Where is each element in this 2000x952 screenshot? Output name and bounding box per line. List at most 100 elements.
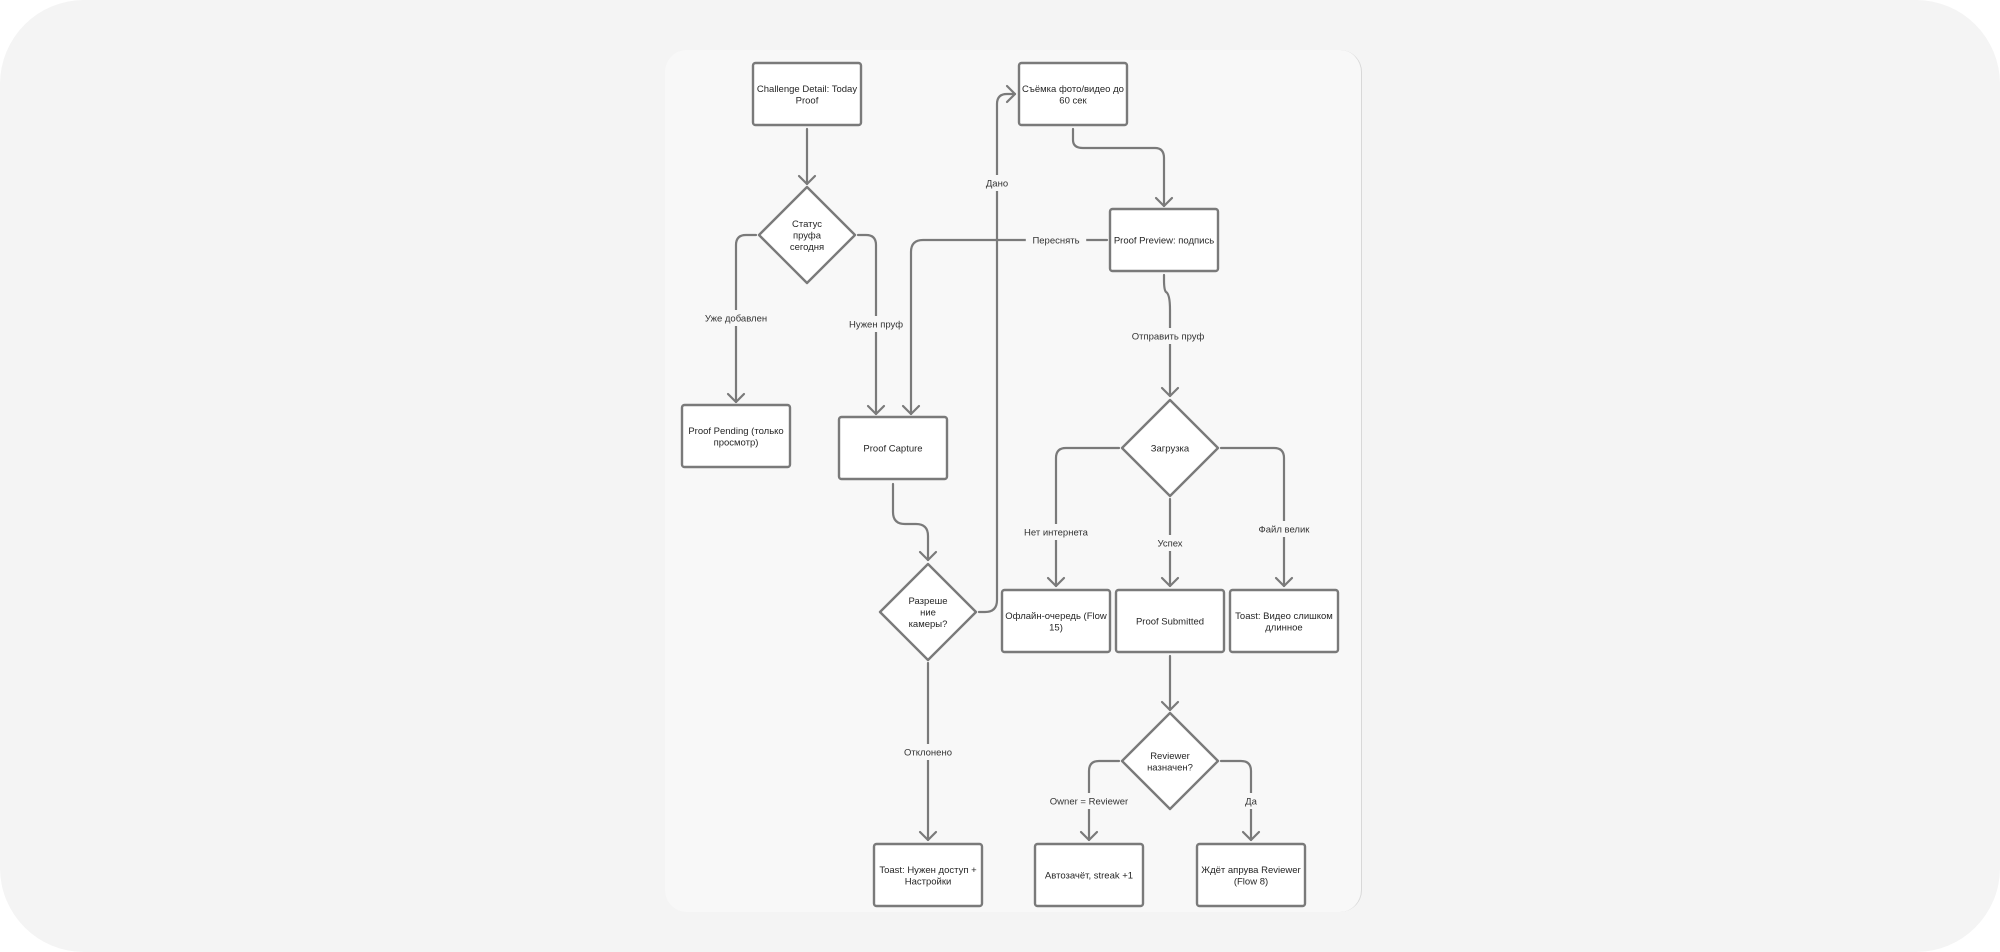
edge-label: Уже добавлен <box>697 310 775 326</box>
edge-n_capture-n_camera <box>891 482 938 562</box>
edge-label-background <box>1014 524 1098 540</box>
arrowhead-icon <box>1160 386 1180 398</box>
arrowhead-icon <box>1160 700 1180 712</box>
edge-label: Нет интернета <box>1014 524 1098 540</box>
node-label-line: Toast: Видео слишком <box>1235 611 1333 622</box>
edge-label-background <box>897 744 959 760</box>
node-preview[interactable]: Proof Preview: подпись <box>1108 207 1220 273</box>
connector-line <box>891 482 930 562</box>
connector-line <box>856 233 878 416</box>
edge-label-background <box>980 175 1014 191</box>
decision-diamond <box>1120 398 1220 498</box>
edge-label-text: Дано <box>986 179 1008 190</box>
connector-line <box>1219 446 1286 588</box>
node-capture[interactable]: Proof Capture <box>837 415 949 481</box>
node-label-line: Proof Pending (только <box>688 426 783 437</box>
arrowhead-icon <box>1241 830 1261 842</box>
node-label-line: Ждёт апрува Reviewer <box>1201 865 1300 876</box>
process-box <box>1108 207 1220 273</box>
connector-line <box>977 92 1017 614</box>
edge-n_status-n_pending <box>726 233 758 404</box>
edge-n_preview-n_upload <box>1160 273 1180 398</box>
arrowhead-icon <box>1154 196 1174 208</box>
process-box <box>680 403 792 469</box>
edge-label-background <box>1151 535 1189 551</box>
arrowhead-icon <box>901 404 921 416</box>
arrowhead-icon <box>797 174 817 186</box>
edge-label-text: Нет интернета <box>1024 528 1089 539</box>
edge-label-background <box>1240 793 1262 809</box>
edge-label-background <box>843 316 909 332</box>
decision-diamond <box>1120 711 1220 811</box>
process-box <box>837 415 949 481</box>
node-label-line: пруфа <box>793 231 822 242</box>
edge-n_upload-n_toolong <box>1219 446 1294 588</box>
node-label-line: Загрузка <box>1151 444 1190 455</box>
node-label-line: Proof <box>796 95 819 106</box>
edge-n_preview-n_capture <box>901 238 1109 416</box>
edge-label-background <box>697 310 775 326</box>
node-access[interactable]: Toast: Нужен доступ +Настройки <box>872 842 984 908</box>
node-label-line: назначен? <box>1147 762 1193 773</box>
edge-n_shoot-n_preview <box>1071 127 1174 208</box>
arrowhead-icon <box>1274 576 1294 588</box>
edge-label: Отклонено <box>897 744 959 760</box>
node-label-line: Proof Submitted <box>1136 617 1204 628</box>
arrowhead-icon <box>866 404 886 416</box>
edge-label-text: Уже добавлен <box>705 314 767 325</box>
edge-label-text: Переснять <box>1032 236 1079 247</box>
node-label-line: камеры? <box>909 619 948 630</box>
connector-line <box>1054 446 1121 588</box>
node-label-line: ние <box>920 608 936 619</box>
arrowhead-icon <box>1079 830 1099 842</box>
node-label-line: 15) <box>1049 622 1063 633</box>
node-submitted[interactable]: Proof Submitted <box>1114 588 1226 654</box>
process-box <box>1114 588 1226 654</box>
process-box <box>872 842 984 908</box>
process-box <box>1017 61 1129 127</box>
arrowhead-icon <box>918 550 938 562</box>
process-box <box>1033 842 1145 908</box>
process-box <box>1000 588 1112 654</box>
node-label-line: (Flow 8) <box>1234 876 1268 887</box>
arrowhead-icon <box>1160 576 1180 588</box>
node-upload[interactable]: Загрузка <box>1120 398 1220 498</box>
edge-label-background <box>1251 521 1317 537</box>
edge-label-text: Нужен пруф <box>849 320 903 331</box>
edge-n_detail-n_status <box>797 127 817 186</box>
edge-label: Переснять <box>1025 232 1087 248</box>
edge-label: Да <box>1240 793 1262 809</box>
node-auto[interactable]: Автозачёт, streak +1 <box>1033 842 1145 908</box>
edge-label-text: Да <box>1245 797 1257 808</box>
decision-diamond <box>878 562 978 662</box>
edge-label: Отправить пруф <box>1123 328 1213 344</box>
edge-label-text: Успех <box>1157 539 1182 550</box>
node-label-line: Статус <box>792 219 822 230</box>
edge-n_status-n_capture <box>856 233 886 416</box>
node-label-line: просмотр) <box>714 437 759 448</box>
diagram-canvas <box>665 50 1362 912</box>
edge-label: Дано <box>980 175 1014 191</box>
arrowhead-icon <box>726 392 746 404</box>
edge-label: Файл велик <box>1251 521 1317 537</box>
connector-line <box>1087 759 1121 842</box>
node-label-line: Автозачёт, streak +1 <box>1045 871 1133 882</box>
edge-label: Успех <box>1151 535 1189 551</box>
arrowhead-icon <box>1005 84 1017 104</box>
connector-line <box>909 238 1109 416</box>
process-box <box>751 61 863 127</box>
connector-line <box>1162 273 1172 398</box>
node-label-line: 60 сек <box>1059 95 1087 106</box>
edge-label-text: Отправить пруф <box>1132 332 1205 343</box>
arrowhead-icon <box>918 830 938 842</box>
node-wait[interactable]: Ждёт апрува Reviewer(Flow 8) <box>1195 842 1307 908</box>
